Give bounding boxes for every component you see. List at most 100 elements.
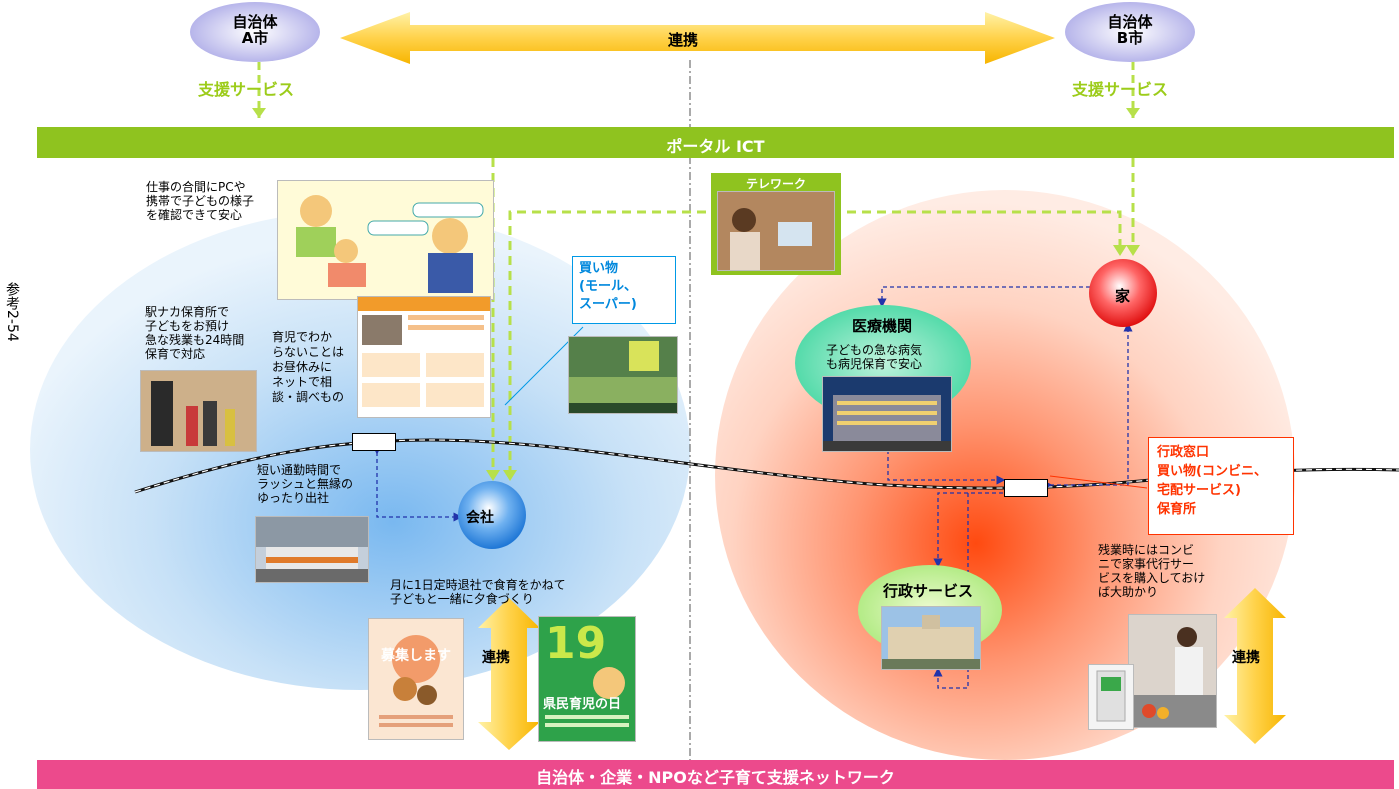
commute-line: 短い通勤時間で: [257, 463, 342, 477]
admin-line: 保育所: [1157, 502, 1197, 517]
tram-photo-art: [256, 517, 368, 582]
kitchen-photo: [1128, 614, 1217, 728]
market-photo-art: [569, 337, 677, 413]
web-line: 育児でわか: [272, 330, 333, 344]
medical-line: 子どもの急な病気: [826, 343, 923, 357]
railway-line-inner: [134, 439, 1399, 493]
city-b-label: 自治体 B市: [1080, 14, 1180, 46]
side-page-label: 参考2-54: [4, 282, 20, 342]
dash-head-2: [503, 470, 517, 481]
admin-service-title: 行政サービス: [882, 582, 973, 600]
station-line: 駅ナカ保育所で: [145, 305, 230, 319]
poster-art: [369, 619, 463, 739]
illustration-art: [278, 181, 493, 299]
medical-line: も病児保育で安心: [826, 357, 923, 371]
footer-bar-rect: [37, 760, 1394, 789]
admin-line: 宅配サービス): [1157, 483, 1241, 498]
dinner-line: 子どもと一緒に夕食づくり: [390, 592, 534, 606]
portal-bar-label: ポータル ICT: [666, 137, 765, 156]
child-day-poster-art: [539, 617, 635, 741]
pc-check-line: 携帯で子どもの様子: [146, 194, 255, 208]
dash-head-4: [1126, 245, 1140, 256]
pc-check-text: 仕事の合間にPCや 携帯で子どもの様子 を確認できて安心: [146, 180, 254, 222]
top-link-arrow: [340, 12, 1055, 64]
home-circle: [1089, 259, 1157, 327]
station-line: 保育で対応: [145, 347, 206, 361]
station-nursery-text: 駅ナカ保育所で 子どもをお預け 急な残業も24時間 保育で対応: [145, 305, 244, 361]
footer-bar-label: 自治体・企業・NPOなど子育て支援ネットワーク: [536, 768, 895, 787]
website-art: [358, 297, 490, 407]
poster-title: 募集します: [381, 648, 451, 664]
support-a-label: 支援サービス: [198, 80, 295, 99]
admin-window-box: 行政窓口 買い物(コンビニ、 宅配サービス) 保育所: [1148, 437, 1294, 535]
telework-label: テレワーク: [745, 177, 806, 191]
station-line: 子どもをお預け: [145, 319, 230, 333]
station-nursery-photo: [140, 370, 257, 452]
telework-photo: [717, 191, 835, 271]
telework-box: テレワーク: [711, 173, 841, 275]
child-day-poster: 19 県民育児の日: [538, 616, 636, 742]
medical-title: 医療機関: [851, 317, 912, 335]
kitchen-photo-art: [1129, 615, 1216, 727]
admin-building-photo: [881, 606, 981, 670]
shopping-box: 買い物 (モール、 スーパー): [572, 256, 676, 324]
portal-bar-rect: [37, 127, 1394, 158]
commute-line: ラッシュと無縁の: [257, 477, 354, 491]
tram-photo: [255, 516, 369, 583]
station-right: [1004, 479, 1048, 497]
hospital-photo-art: [823, 377, 951, 451]
website-screenshot: [357, 296, 491, 418]
overtime-line: 残業時にはコンビ: [1098, 543, 1195, 557]
poster2-title: 県民育児の日: [543, 697, 622, 712]
dash-head-3: [1113, 245, 1127, 256]
support-b-arrowhead: [1126, 108, 1140, 118]
city-a-line1: 自治体: [232, 13, 278, 31]
city-b-line1: 自治体: [1107, 13, 1153, 31]
web-consult-text: 育児でわか らないことは お昼休みに ネットで相 談・調べもの: [272, 330, 344, 405]
admin-line: 行政窓口: [1157, 445, 1210, 460]
commute-line: ゆったり出社: [257, 491, 330, 505]
right-link-label: 連携: [1232, 650, 1260, 666]
shopping-line: 買い物: [579, 261, 619, 276]
admin-building-art: [882, 607, 980, 669]
overtime-line: ニで家事代行サー: [1098, 557, 1195, 571]
pc-monitor-illustration: [277, 180, 494, 300]
overtime-line: ビスを購入しておけ: [1098, 571, 1206, 585]
company-circle: [458, 481, 526, 549]
dash-head-1: [486, 470, 500, 481]
overtime-text: 残業時にはコンビ ニで家事代行サー ビスを購入しておけ ば大助かり: [1098, 543, 1205, 599]
support-a-arrowhead: [252, 108, 266, 118]
home-label: 家: [1115, 287, 1131, 305]
city-b-line2: B市: [1116, 29, 1144, 47]
web-line: らないことは: [272, 345, 345, 359]
overtime-line: ば大助かり: [1098, 585, 1159, 599]
child-figure-icon: [300, 195, 332, 227]
shopping-line: スーパー): [579, 297, 637, 312]
city-a-label: 自治体 A市: [205, 14, 305, 46]
station-line: 急な残業も24時間: [145, 333, 245, 347]
top-link-label: 連携: [668, 31, 699, 49]
admin-line: 買い物(コンビニ、: [1157, 464, 1267, 479]
blue-connectors: [372, 286, 1133, 689]
poster2-number: 19: [545, 618, 607, 669]
hospital-photo: [822, 376, 952, 452]
right-link-arrow: [1224, 588, 1286, 744]
atm-art: [1089, 665, 1133, 729]
web-line: ネットで相: [272, 375, 333, 389]
station-left: [352, 433, 396, 451]
support-b-label: 支援サービス: [1072, 80, 1169, 99]
shopping-line: (モール、: [579, 279, 637, 294]
mother-figure-icon: [334, 239, 358, 263]
company-label: 会社: [466, 510, 494, 526]
city-a-ellipse: [190, 2, 320, 62]
nursery-photo-art: [141, 371, 256, 451]
left-link-label: 連携: [482, 650, 510, 666]
city-b-ellipse: [1065, 2, 1195, 62]
commute-text: 短い通勤時間で ラッシュと無縁の ゆったり出社: [257, 463, 353, 505]
atm-photo: [1088, 664, 1134, 730]
web-line: お昼休みに: [272, 360, 333, 374]
telework-photo-art: [718, 192, 834, 270]
medical-text: 子どもの急な病気 も病児保育で安心: [826, 343, 922, 371]
worker-figure-icon: [432, 218, 468, 254]
city-a-line2: A市: [241, 29, 269, 47]
